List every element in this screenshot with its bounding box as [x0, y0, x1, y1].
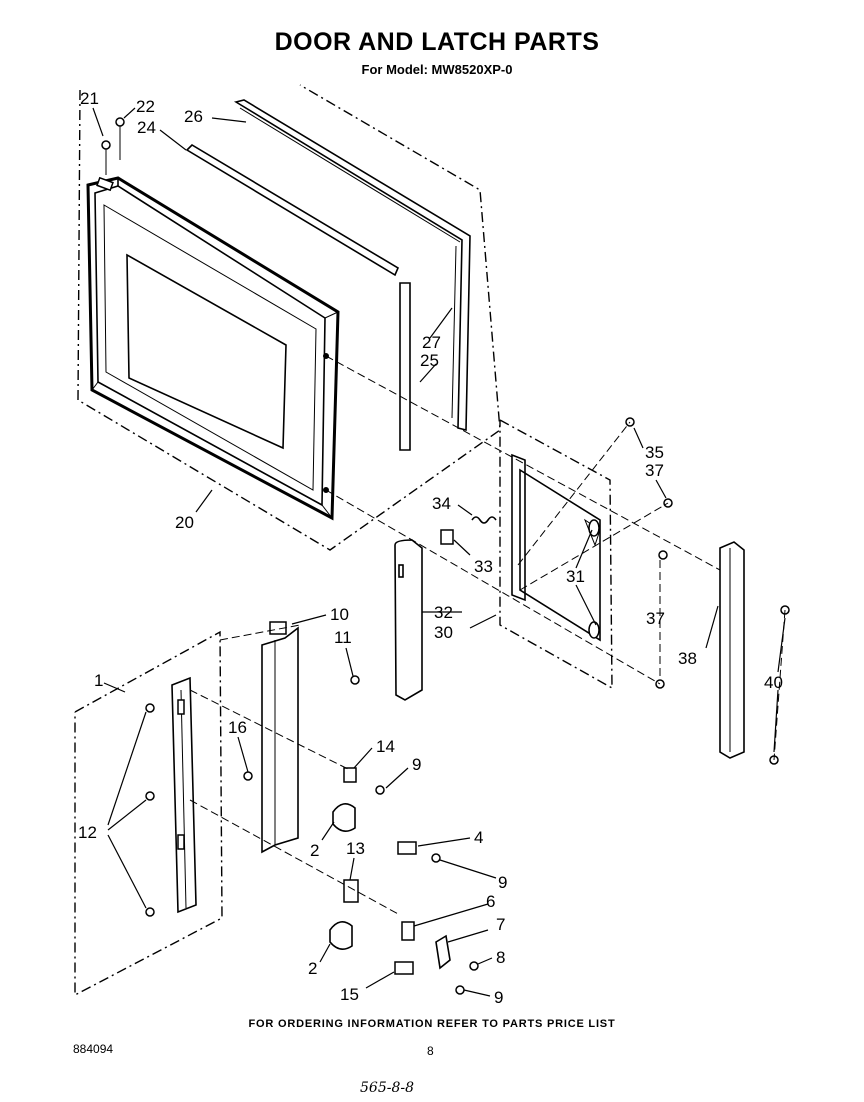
- callout-9-lower: 9: [494, 988, 503, 1007]
- door-screws-21-22: [101, 117, 125, 175]
- document-number: 884094: [73, 1042, 114, 1056]
- callout-37-upper: 37: [645, 461, 664, 480]
- door-choke-seal: [233, 99, 471, 432]
- callout-10: 10: [330, 605, 349, 624]
- trim-bar-38: [719, 541, 745, 759]
- page-number: 8: [427, 1044, 434, 1058]
- callout-2-lower: 2: [308, 959, 317, 978]
- callout-21: 21: [80, 89, 99, 108]
- callout-38: 38: [678, 649, 697, 668]
- callout-11: 11: [334, 628, 352, 647]
- spring-34: [471, 516, 497, 524]
- handwritten-note: 565-8-8: [360, 1080, 414, 1096]
- bracket-screws: [145, 675, 479, 995]
- latch-33: [440, 529, 454, 545]
- switches-and-actuators: [329, 767, 451, 975]
- latch-plate: [511, 453, 601, 642]
- callout-9-middle: 9: [498, 873, 507, 892]
- callout-numbers: 21 22 24 26 27 25 20 35 37 34 33 31 37 3…: [78, 89, 783, 1007]
- callout-15: 15: [340, 985, 359, 1004]
- door-seal-strip-24: [185, 143, 400, 277]
- callout-34: 34: [432, 494, 451, 513]
- door-window: [126, 253, 287, 450]
- callout-40: 40: [764, 673, 783, 692]
- ordering-info-note: FOR ORDERING INFORMATION REFER TO PARTS …: [248, 1018, 616, 1030]
- callout-14: 14: [376, 737, 395, 756]
- callout-37-lower: 37: [646, 609, 665, 628]
- callout-35: 35: [645, 443, 664, 462]
- callout-8: 8: [496, 948, 505, 967]
- callout-6: 6: [486, 892, 495, 911]
- leader-lines: [92, 107, 786, 997]
- page-title: DOOR AND LATCH PARTS: [274, 28, 600, 56]
- callout-1: 1: [94, 671, 103, 690]
- callout-25: 25: [420, 351, 439, 370]
- callout-12: 12: [78, 823, 97, 842]
- callout-31: 31: [566, 567, 585, 586]
- explosion-lines: [189, 355, 786, 916]
- cover-10: [261, 621, 299, 854]
- callout-13: 13: [346, 839, 365, 858]
- callout-20: 20: [175, 513, 194, 532]
- callout-32: 32: [434, 603, 453, 622]
- door-handle-32: [394, 539, 423, 701]
- latch-group-outline: [499, 419, 613, 690]
- callout-26: 26: [184, 107, 203, 126]
- callout-9-upper: 9: [412, 755, 421, 774]
- callout-4: 4: [474, 828, 483, 847]
- callout-30: 30: [434, 623, 453, 642]
- callout-16: 16: [228, 718, 247, 737]
- door-group-outline: [77, 84, 501, 551]
- bracket-1: [171, 676, 197, 914]
- callout-2-upper: 2: [310, 841, 319, 860]
- door-seal-strip-25: [399, 282, 411, 451]
- door-frame: [86, 176, 340, 521]
- callout-24: 24: [137, 118, 156, 137]
- callout-7: 7: [496, 915, 505, 934]
- callout-22: 22: [136, 97, 155, 116]
- callout-27: 27: [422, 333, 441, 352]
- callout-33: 33: [474, 557, 493, 576]
- model-subtitle: For Model: MW8520XP-0: [361, 62, 513, 77]
